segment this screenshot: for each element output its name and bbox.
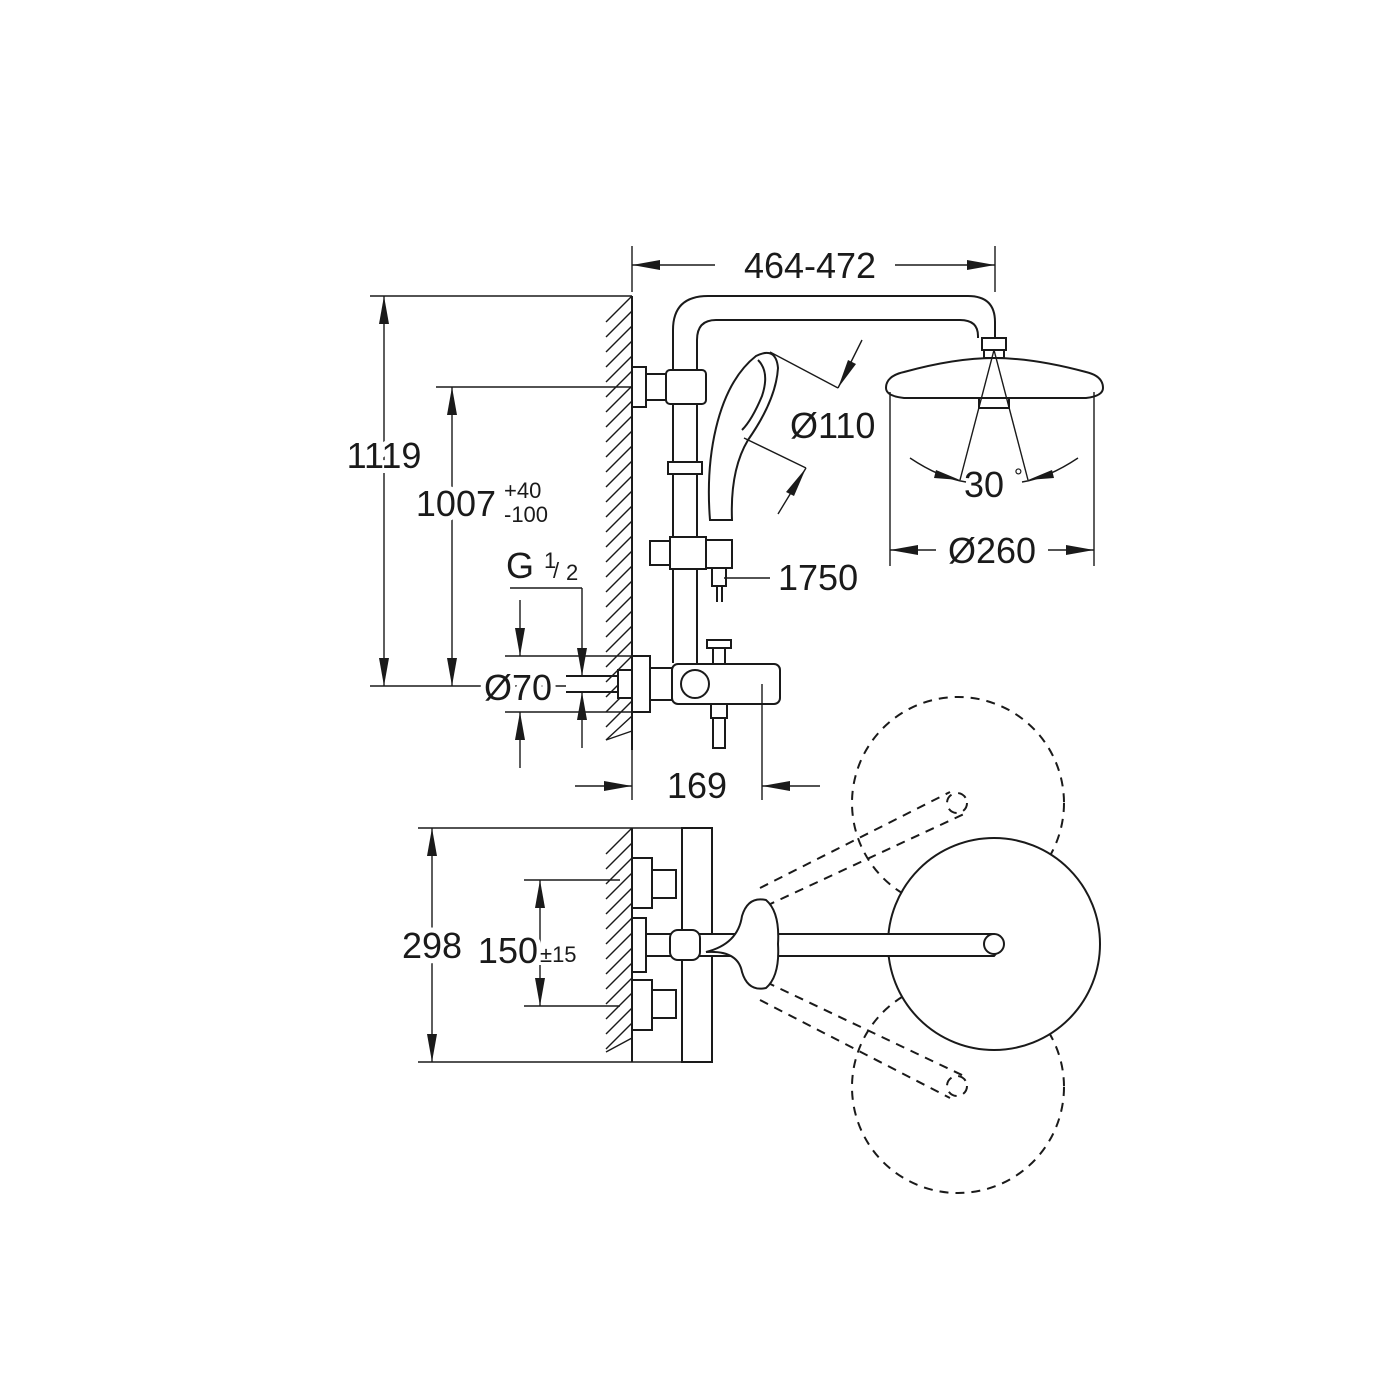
dimension-mixer-projection: 169 (575, 684, 820, 806)
hatch-line (605, 640, 633, 668)
head-shower (884, 337, 1105, 481)
dimension-inlet-centres: 150 ±15 (473, 879, 620, 1007)
label-rail-height: 1007 (416, 483, 496, 524)
hatch-line (605, 550, 633, 578)
label-head-shower: Ø260 (948, 530, 1036, 571)
hatch-line (605, 842, 633, 870)
hatch-line (605, 917, 633, 945)
label-tilt-angle: 30 (964, 464, 1004, 505)
hatch-line (605, 565, 633, 593)
hatch-line (605, 902, 633, 930)
hatch-line (605, 887, 633, 915)
dimension-hand-shower: Ø110 (777, 339, 875, 515)
hatch-line (605, 625, 633, 653)
label-inlet-centres: 150 (478, 930, 538, 971)
hatch-line (605, 415, 633, 443)
hatch-line (605, 947, 633, 975)
hatch-line (605, 355, 633, 383)
label-rail-tol-plus: +40 (504, 478, 541, 503)
hatch-line (605, 1037, 633, 1053)
label-thread-slash: / (553, 558, 560, 583)
label-thread-prefix: G (506, 545, 534, 586)
hatch-line (605, 460, 633, 488)
hatch-line (605, 700, 633, 728)
thermostat-mixer (631, 639, 781, 749)
slider-holder (649, 536, 733, 602)
inlet-pipe (566, 669, 633, 699)
dimension-head-shower: Ø260 (889, 392, 1095, 571)
dimension-arm-reach: 464-472 (631, 245, 996, 292)
wall-hatching-elevation (605, 295, 633, 750)
label-escutcheon: Ø70 (484, 667, 552, 708)
dimension-rail-height: 1007 +40 -100 (411, 386, 632, 686)
hatch-line (605, 490, 633, 518)
hatch-line (605, 295, 633, 323)
hatch-line (605, 310, 633, 338)
dimension-escutcheon: Ø70 (479, 600, 632, 768)
hatch-line (605, 580, 633, 608)
label-hand-shower: Ø110 (790, 405, 875, 446)
hatch-line (605, 595, 633, 623)
wall-hatching-plan (605, 827, 633, 1062)
dimension-tilt-angle: 30 ° (909, 457, 1079, 505)
label-plan-depth: 298 (402, 925, 462, 966)
label-inlet-tol: ±15 (540, 942, 577, 967)
hatch-line (605, 827, 633, 855)
hatch-line (605, 977, 633, 1005)
hatch-line (605, 872, 633, 900)
dimension-plan-depth: 298 (397, 827, 712, 1063)
hatch-line (605, 730, 633, 741)
hatch-line (605, 400, 633, 428)
label-hose: 1750 (778, 557, 858, 598)
hatch-line (605, 475, 633, 503)
label-rail-tol-minus: -100 (504, 502, 548, 527)
hatch-line (605, 1022, 633, 1050)
hatch-line (605, 520, 633, 548)
hatch-line (605, 370, 633, 398)
dimension-thread: G 1 / 2 (506, 545, 587, 748)
label-mixer-projection: 169 (667, 765, 727, 806)
hatch-line (605, 1007, 633, 1035)
label-thread-num: 1 (544, 548, 556, 573)
hand-shower (707, 351, 839, 521)
hatch-line (605, 340, 633, 368)
hatch-line (605, 325, 633, 353)
label-arm-reach: 464-472 (744, 245, 876, 286)
dimension-total-height: 1119 (342, 295, 632, 687)
hand-shower-plan (705, 898, 780, 990)
hatch-line (605, 535, 633, 563)
arm-plan (645, 929, 1005, 961)
hatch-line (605, 385, 633, 413)
label-tilt-unit: ° (1014, 464, 1023, 489)
wall-bracket (631, 366, 707, 408)
hatch-line (605, 610, 633, 638)
hatch-line (605, 962, 633, 990)
hatch-line (605, 715, 633, 741)
hatch-line (605, 430, 633, 458)
hatch-line (605, 932, 633, 960)
swivel-range-dashed (759, 696, 1065, 1194)
label-total-height: 1119 (347, 435, 422, 476)
hatch-line (605, 445, 633, 473)
hatch-line (605, 505, 633, 533)
shower-column (667, 295, 996, 663)
label-thread-den: 2 (566, 560, 578, 585)
dimension-hose: 1750 (724, 557, 858, 598)
